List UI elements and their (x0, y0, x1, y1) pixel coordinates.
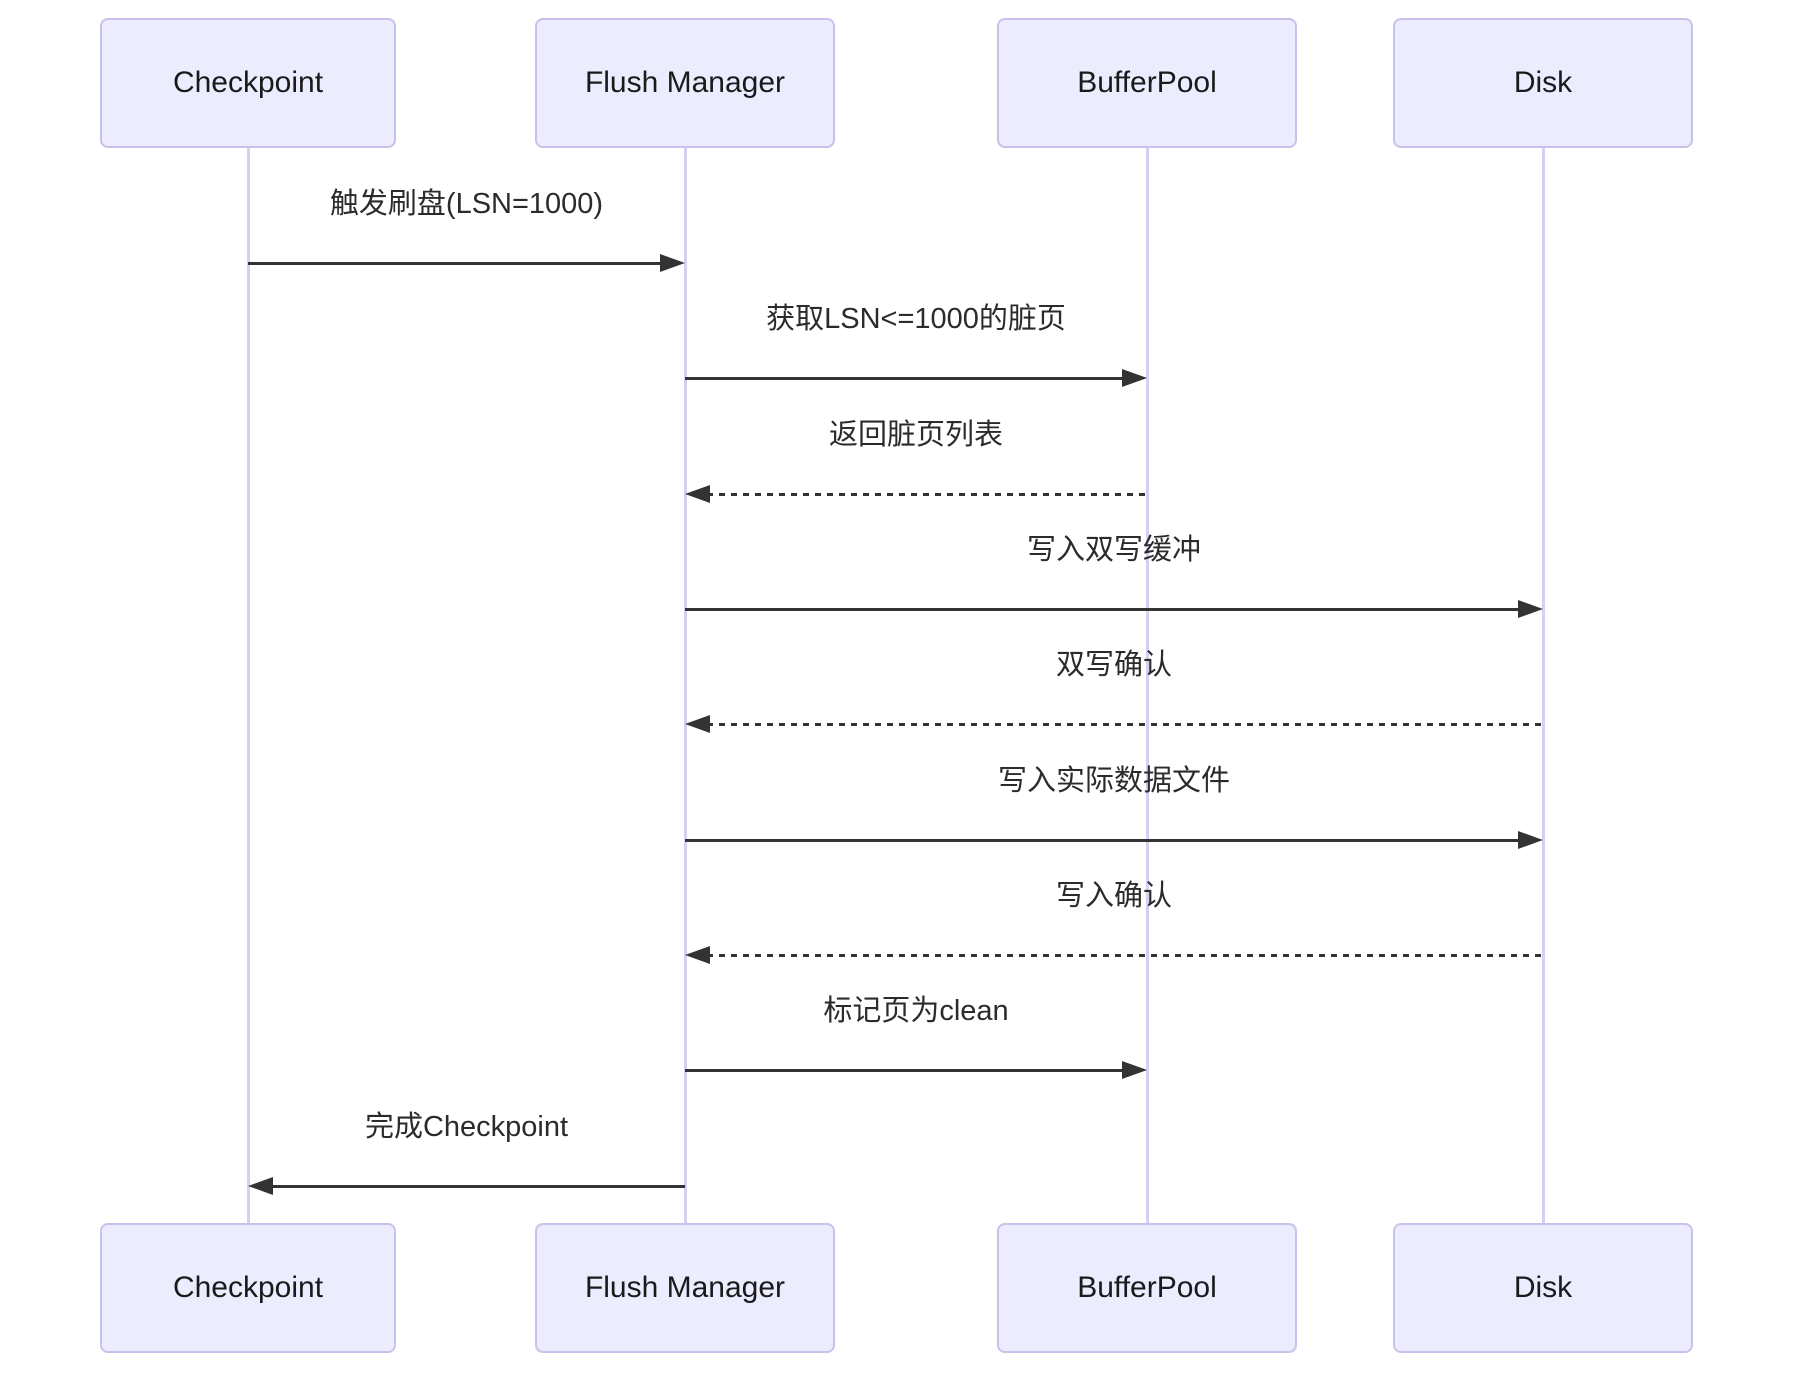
actor-bufferpool-bottom-box: BufferPool (997, 1223, 1297, 1353)
actor-checkpoint-top-box: Checkpoint (100, 18, 396, 148)
actor-label: Flush Manager (584, 1271, 786, 1304)
message-line-solid-7 (685, 1068, 1125, 1072)
message-line-solid-8 (270, 1184, 685, 1188)
message-line-solid-1 (685, 376, 1125, 380)
message-label-7: 标记页为clean (823, 995, 1009, 1027)
lifeline-checkpoint (246, 148, 250, 1223)
message-label-1: 获取LSN<=1000的脏页 (766, 303, 1066, 335)
actor-checkpoint-bottom-box: Checkpoint (100, 1223, 396, 1353)
actor-label: Checkpoint (172, 66, 324, 99)
message-line-dashed-4 (707, 722, 1543, 726)
message-line-solid-3 (685, 607, 1521, 611)
message-label-6: 写入确认 (1055, 880, 1172, 912)
lifeline-bufferpool (1145, 148, 1149, 1223)
arrowhead-right-icon (1518, 600, 1543, 618)
actor-label: Checkpoint (172, 1271, 324, 1304)
arrowhead-left-icon (685, 485, 710, 503)
arrowhead-right-icon (1122, 1061, 1147, 1079)
actor-disk-top-box: Disk (1393, 18, 1693, 148)
arrowhead-right-icon (1518, 831, 1543, 849)
arrowhead-right-icon (1122, 369, 1147, 387)
actor-label: BufferPool (1077, 66, 1217, 99)
message-label-0: 触发刷盘(LSN=1000) (329, 188, 604, 220)
message-label-8: 完成Checkpoint (364, 1111, 569, 1143)
actor-flush-manager-bottom-box: Flush Manager (535, 1223, 835, 1353)
message-label-3: 写入双写缓冲 (1026, 534, 1201, 566)
actor-disk-bottom-box: Disk (1393, 1223, 1693, 1353)
actor-label: Disk (1513, 1271, 1573, 1304)
actor-label: Flush Manager (584, 66, 786, 99)
message-label-5: 写入实际数据文件 (997, 765, 1230, 797)
message-line-solid-0 (248, 261, 663, 265)
actor-label: Disk (1513, 66, 1573, 99)
message-label-4: 双写确认 (1055, 649, 1172, 681)
lifeline-flush-manager (683, 148, 687, 1223)
message-line-solid-5 (685, 838, 1521, 842)
arrowhead-left-icon (685, 946, 710, 964)
actor-flush-manager-top-box: Flush Manager (535, 18, 835, 148)
arrowhead-left-icon (248, 1177, 273, 1195)
actor-label: BufferPool (1077, 1271, 1217, 1304)
arrowhead-right-icon (660, 254, 685, 272)
arrowhead-left-icon (685, 715, 710, 733)
message-line-dashed-6 (707, 953, 1543, 957)
message-label-2: 返回脏页列表 (828, 419, 1003, 451)
message-line-dashed-2 (707, 492, 1147, 496)
actor-bufferpool-top-box: BufferPool (997, 18, 1297, 148)
lifeline-disk (1541, 148, 1545, 1223)
